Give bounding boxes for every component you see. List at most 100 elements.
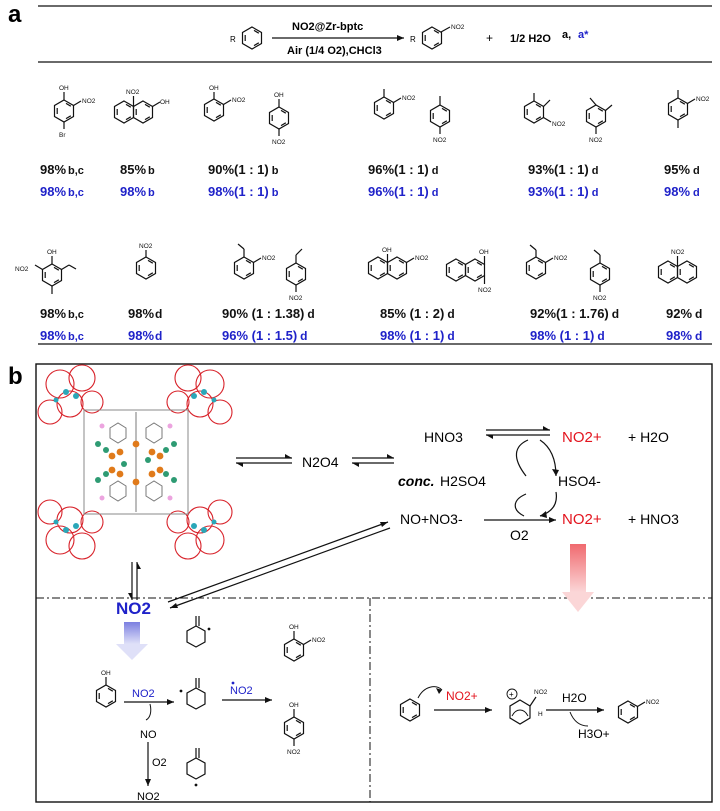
svg-text:93%(1 : 1)d: 93%(1 : 1)d [528, 184, 598, 199]
row1-yields: 98%b,c 98%b,c 85%b 98%b 90%(1 : 1)b 98%(… [40, 162, 700, 199]
svg-text:98% (1 : 1)d: 98% (1 : 1)d [530, 328, 605, 343]
no2-out-left: NO2 [137, 791, 160, 803]
svg-text:98%b,c: 98%b,c [40, 162, 84, 177]
yield-r1-c1: 98%b,c 98%b,c [40, 162, 84, 199]
svg-text:NO2: NO2 [232, 97, 246, 104]
yield-r1-c3: 90%(1 : 1)b 98%(1 : 1)b [208, 162, 279, 199]
svg-text:H: H [538, 711, 543, 718]
svg-text:98%b: 98%b [120, 184, 155, 199]
yield-r2-c1: 98%b,c 98%b,c [40, 306, 84, 343]
h3o-right: H3O+ [578, 727, 610, 741]
svg-text:90% (1 : 1.38)d: 90% (1 : 1.38)d [222, 306, 315, 321]
svg-text:NO2: NO2 [15, 266, 29, 273]
equilibrium-no2-nono3 [167, 521, 391, 609]
electrophilic-mechanism: NO2+ + NO2 H H2O H3O+ NO2 [399, 686, 660, 741]
nono3-label: NO+NO3- [400, 511, 463, 527]
nitroethylbenzene-pair: NO2 NO2 [233, 243, 307, 302]
svg-text:NO2: NO2 [696, 96, 710, 103]
svg-text:98%b,c: 98%b,c [40, 328, 84, 343]
svg-text:OH: OH [289, 702, 299, 709]
no2-plus-right: NO2+ [446, 689, 478, 703]
svg-text:NO2: NO2 [312, 637, 326, 644]
svg-text:NO2: NO2 [289, 295, 303, 302]
nitroxylene-pair: NO2 NO2 [523, 93, 613, 144]
svg-text:NO2: NO2 [126, 89, 140, 96]
svg-text:NO2: NO2 [552, 121, 566, 128]
svg-text:85% (1 : 2)d: 85% (1 : 2)d [380, 306, 455, 321]
yield-r2-c5: 92%(1 : 1.76)d 98% (1 : 1)d [530, 306, 619, 343]
catalytic-cycle-arrow-top [515, 439, 529, 477]
row2-yields: 98%b,c 98%b,c 98%d 98%d 90% (1 : 1.38)d … [40, 306, 702, 343]
product-nitrobenzene-icon [421, 26, 443, 50]
nitro-naphthol: NO2 OH [113, 89, 170, 124]
radical-mechanism: OH NO2 NO O2 NO2 NO2 [95, 616, 326, 803]
svg-text:NO2: NO2 [589, 137, 603, 144]
nitrophenol-pair: OH NO2 OH NO2 [203, 85, 290, 146]
row2-molecules: OH NO2 NO2 NO2 NO2 OH [15, 243, 698, 302]
h2o-right: H2O [562, 691, 587, 705]
no2-radical-label: NO2 [230, 685, 253, 697]
equilibrium-n2o4-right [352, 454, 394, 467]
footnote-a: a, [562, 29, 571, 41]
svg-text:85%b: 85%b [120, 162, 155, 177]
reaction-conditions: Air (1/4 O2),CHCl3 [287, 45, 382, 57]
hso4-label: HSO4- [558, 473, 601, 489]
svg-text:98%d: 98%d [664, 184, 700, 199]
footnote-a-star: a* [578, 29, 589, 41]
yield-r1-c2: 85%b 98%b [120, 162, 155, 199]
svg-text:NO2: NO2 [478, 287, 492, 294]
conc-label: conc. [398, 473, 435, 489]
svg-text:98%d: 98%d [666, 328, 702, 343]
no2-reagent-left: NO2 [132, 688, 155, 700]
no-label: NO [140, 729, 157, 741]
yield-r2-c3: 90% (1 : 1.38)d 96% (1 : 1.5)d [222, 306, 315, 343]
phenoxy-radical-mid [179, 678, 206, 710]
nitro-methoxy-cresol: OH NO2 [15, 249, 77, 294]
svg-text:96%(1 : 1)d: 96%(1 : 1)d [368, 162, 438, 177]
h2so4-label: H2SO4 [440, 473, 486, 489]
svg-text:95%d: 95%d [664, 162, 700, 177]
r-substituent-label: R [230, 35, 236, 44]
svg-text:NO2: NO2 [534, 689, 548, 696]
no2-plus-top: NO2+ [562, 429, 602, 446]
svg-text:98%(1 : 1)b: 98%(1 : 1)b [208, 184, 279, 199]
equilibrium-mof-n2o4 [236, 454, 292, 467]
hno3-label: HNO3 [424, 429, 463, 445]
svg-text:NO2: NO2 [671, 249, 685, 256]
water-byproduct: 1/2 H2O [510, 33, 551, 45]
svg-text:92%(1 : 1.76)d: 92%(1 : 1.76)d [530, 306, 619, 321]
svg-text:OH: OH [160, 99, 170, 106]
n2o4-label: N2O4 [302, 454, 339, 470]
svg-text:+: + [509, 690, 514, 699]
no2-big-label: NO2 [116, 599, 151, 618]
svg-text:NO2: NO2 [433, 137, 447, 144]
phenoxy-radical-top [186, 616, 211, 648]
svg-text:98% (1 : 1)d: 98% (1 : 1)d [380, 328, 455, 343]
svg-text:90%(1 : 1)b: 90%(1 : 1)b [208, 162, 279, 177]
red-gradient-arrow [562, 544, 594, 612]
equilibrium-mof-no2 [128, 562, 141, 600]
svg-text:NO2: NO2 [554, 255, 568, 262]
svg-text:NO2: NO2 [593, 295, 607, 302]
svg-text:NO2: NO2 [287, 749, 301, 756]
svg-text:96% (1 : 1.5)d: 96% (1 : 1.5)d [222, 328, 308, 343]
svg-text:NO2: NO2 [272, 139, 286, 146]
yield-r2-c2: 98%d 98%d [128, 306, 162, 343]
svg-text:OH: OH [209, 85, 219, 92]
benzene-reactant-icon [399, 698, 421, 722]
nitronaphthol-pair: OH NO2 OH NO2 [367, 247, 492, 294]
phenol-icon: OH [95, 670, 117, 708]
product-r-label: R [410, 35, 416, 44]
plus-h2o: + H2O [628, 429, 669, 445]
panel-b-frame [35, 363, 713, 803]
ortho-nitrophenol-product: OH NO2 [283, 624, 326, 662]
blue-gradient-arrow [116, 622, 148, 660]
svg-text:98%d: 98%d [128, 306, 162, 321]
svg-text:OH: OH [289, 624, 299, 631]
reaction-reagent: NO2@Zr-bptc [292, 21, 363, 33]
reactant-benzene-icon [241, 26, 263, 50]
plus-hno3: + HNO3 [628, 511, 679, 527]
svg-text:OH: OH [101, 670, 111, 677]
row1-molecules: OH NO2 Br NO2 OH OH NO2 OH NO2 [53, 85, 710, 146]
